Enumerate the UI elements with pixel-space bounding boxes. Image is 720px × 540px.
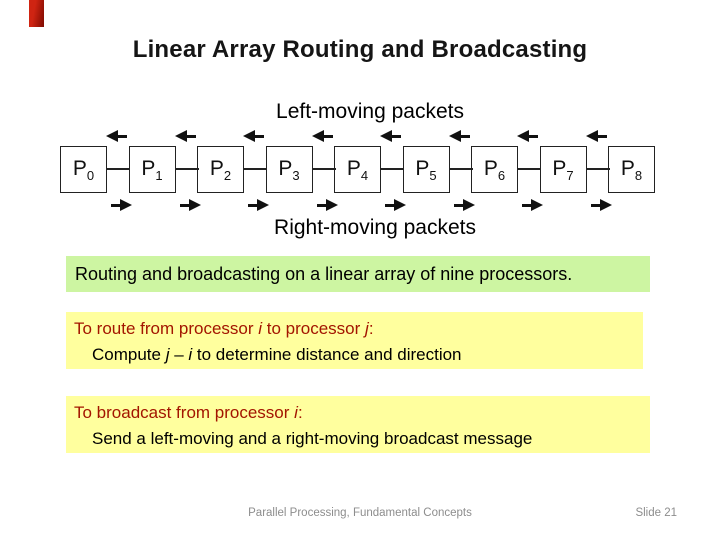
processor-label: P6: [483, 156, 506, 183]
processor-box: P6: [471, 146, 518, 193]
caption-text: Routing and broadcasting on a linear arr…: [75, 263, 573, 284]
left-arrow-icon: [243, 130, 265, 143]
processor-label: P5: [415, 156, 437, 183]
right-arrow-icon: [453, 199, 475, 212]
right-arrow-icon: [521, 199, 543, 212]
left-arrow-icon: [380, 130, 402, 143]
slide-title: Linear Array Routing and Broadcasting: [132, 36, 588, 63]
processor-label: P2: [209, 156, 232, 183]
left-arrow-icon: [174, 130, 197, 143]
right-arrow-icon: [179, 199, 201, 212]
processor-box: P2: [197, 146, 244, 193]
processor-box: P1: [128, 146, 176, 193]
right-arrow-icon: [316, 199, 338, 212]
processor-label: P4: [346, 156, 369, 183]
processor-label: P8: [620, 156, 643, 183]
processor-box: P0: [60, 146, 107, 193]
route-box: To route from processor i to processor j…: [66, 312, 643, 369]
footer-title: Parallel Processing, Fundamental Concept…: [248, 507, 472, 519]
left-arrow-icon: [585, 130, 608, 143]
link-line: [448, 168, 473, 170]
left-packets-label: Left-moving packets: [276, 100, 464, 123]
left-arrow-icon: [311, 130, 334, 143]
link-line: [517, 168, 541, 170]
broadcast-box: To broadcast from processor i: Send a le…: [66, 396, 650, 453]
link-line: [380, 168, 404, 170]
link-line: [311, 168, 336, 170]
route-heading: To route from processor i to processor j…: [74, 319, 374, 338]
processor-box: P8: [608, 146, 655, 193]
link-line: [106, 168, 130, 170]
processor-box: P5: [402, 146, 450, 193]
left-arrow-icon: [448, 130, 471, 143]
processor-box: P4: [334, 146, 381, 193]
link-line: [243, 168, 267, 170]
processor-box: P3: [265, 146, 313, 193]
left-arrow-icon: [517, 130, 539, 143]
right-packets-label: Right-moving packets: [274, 216, 476, 239]
left-arrow-icon: [106, 130, 128, 143]
right-arrow-icon: [247, 199, 269, 212]
route-detail: Compute j – i to determine distance and …: [92, 345, 462, 364]
broadcast-detail: Send a left-moving and a right-moving br…: [92, 429, 533, 448]
processor-label: P1: [141, 156, 163, 183]
slide-number: Slide 21: [635, 507, 677, 519]
broadcast-heading: To broadcast from processor i:: [74, 403, 303, 422]
right-arrow-icon: [110, 199, 132, 212]
processor-diagram: Left-moving packets P0 P1 P2 P3 P4 P5 P6: [60, 100, 660, 248]
processor-box: P7: [539, 146, 587, 193]
link-line: [174, 168, 199, 170]
right-arrow-icon: [384, 199, 406, 212]
link-line: [585, 168, 610, 170]
processor-label: P0: [72, 156, 95, 183]
processor-label: P3: [278, 156, 300, 183]
processor-label: P7: [552, 156, 574, 183]
accent-bar: [29, 0, 44, 27]
caption-box: Routing and broadcasting on a linear arr…: [66, 256, 650, 292]
right-arrow-icon: [590, 199, 612, 212]
